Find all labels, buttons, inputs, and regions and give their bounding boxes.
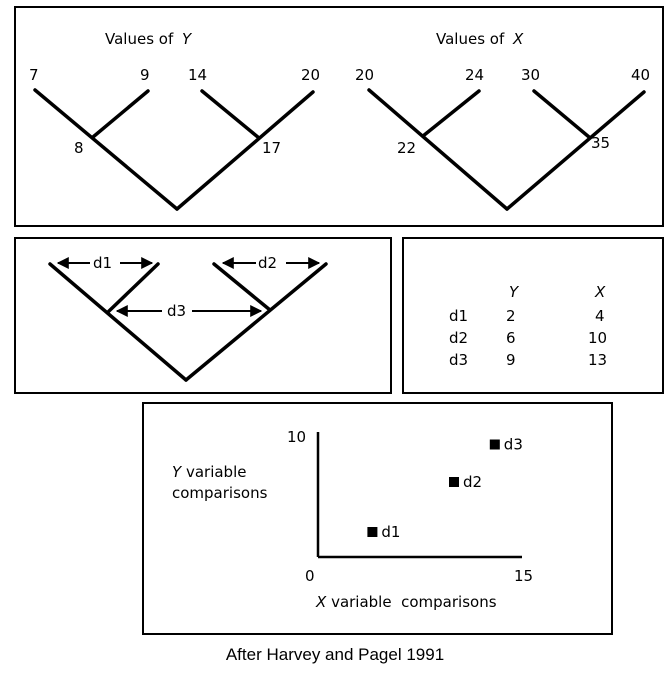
table-panel: Y X d1 2 4 d2 6 10 d3 9 13 [402, 237, 664, 394]
scatter-panel: 10 0 15 Y variable comparisons X variabl… [142, 402, 613, 635]
node-x-right: 35 [591, 134, 610, 152]
tree-x [367, 88, 646, 211]
x-axis-label: X variable comparisons [315, 593, 497, 611]
tip-x-1: 20 [355, 66, 374, 84]
table-row-2-x: 10 [588, 329, 607, 347]
tip-y-4: 20 [301, 66, 320, 84]
tip-y-1: 7 [29, 66, 39, 84]
point-label-d3: d3 [504, 436, 523, 454]
contrasts-svg: d1 d2 d3 [48, 254, 328, 382]
node-y-left: 8 [74, 139, 84, 157]
node-x-left: 22 [397, 139, 416, 157]
tip-y-2: 9 [140, 66, 150, 84]
figure-caption: After Harvey and Pagel 1991 [225, 645, 445, 664]
contrast-arrows [56, 257, 321, 317]
table-row-2-label: d2 [449, 329, 468, 347]
scatter-svg: 10 0 15 Y variable comparisons X variabl… [172, 428, 533, 611]
y-axis-label-line1: Y variable [172, 463, 246, 481]
origin-tick: 0 [305, 567, 315, 585]
title-values-x: Values of X [436, 30, 524, 48]
tip-x-3: 30 [521, 66, 540, 84]
node-y-right: 17 [262, 139, 281, 157]
table-row-3-label: d3 [449, 351, 468, 369]
label-d2: d2 [258, 254, 277, 272]
table-row-1-y: 2 [506, 307, 516, 325]
table-row-1-label: d1 [449, 307, 468, 325]
tree-y [33, 88, 315, 211]
point-label-d2: d2 [463, 473, 482, 491]
trees-panel: Values of Y Values of X 7 9 14 20 8 17 2… [14, 6, 664, 227]
table-row-2-y: 6 [506, 329, 516, 347]
table-row-3-y: 9 [506, 351, 516, 369]
contrasts-panel: d1 d2 d3 [14, 237, 392, 394]
point-d2 [449, 477, 459, 487]
point-label-d1: d1 [381, 523, 400, 541]
table-row-1-x: 4 [595, 307, 605, 325]
y-max-tick: 10 [287, 428, 306, 446]
contrast-tree [48, 262, 328, 382]
point-d3 [489, 439, 500, 450]
table-header-y: Y [509, 283, 520, 301]
trees-svg: Values of Y Values of X 7 9 14 20 8 17 2… [29, 30, 650, 211]
title-values-y: Values of Y [105, 30, 193, 48]
tip-y-3: 14 [188, 66, 207, 84]
tip-x-2: 24 [465, 66, 484, 84]
point-d1 [367, 527, 378, 537]
label-d1: d1 [93, 254, 112, 272]
label-d3: d3 [167, 302, 186, 320]
table-row-3-x: 13 [588, 351, 607, 369]
y-axis-label-line2: comparisons [172, 484, 268, 502]
x-max-tick: 15 [514, 567, 533, 585]
table-header-x: X [594, 283, 606, 301]
points-layer: d1 d2 d3 [367, 436, 523, 541]
table-svg: Y X d1 2 4 d2 6 10 d3 9 13 [449, 283, 607, 369]
tip-x-4: 40 [631, 66, 650, 84]
